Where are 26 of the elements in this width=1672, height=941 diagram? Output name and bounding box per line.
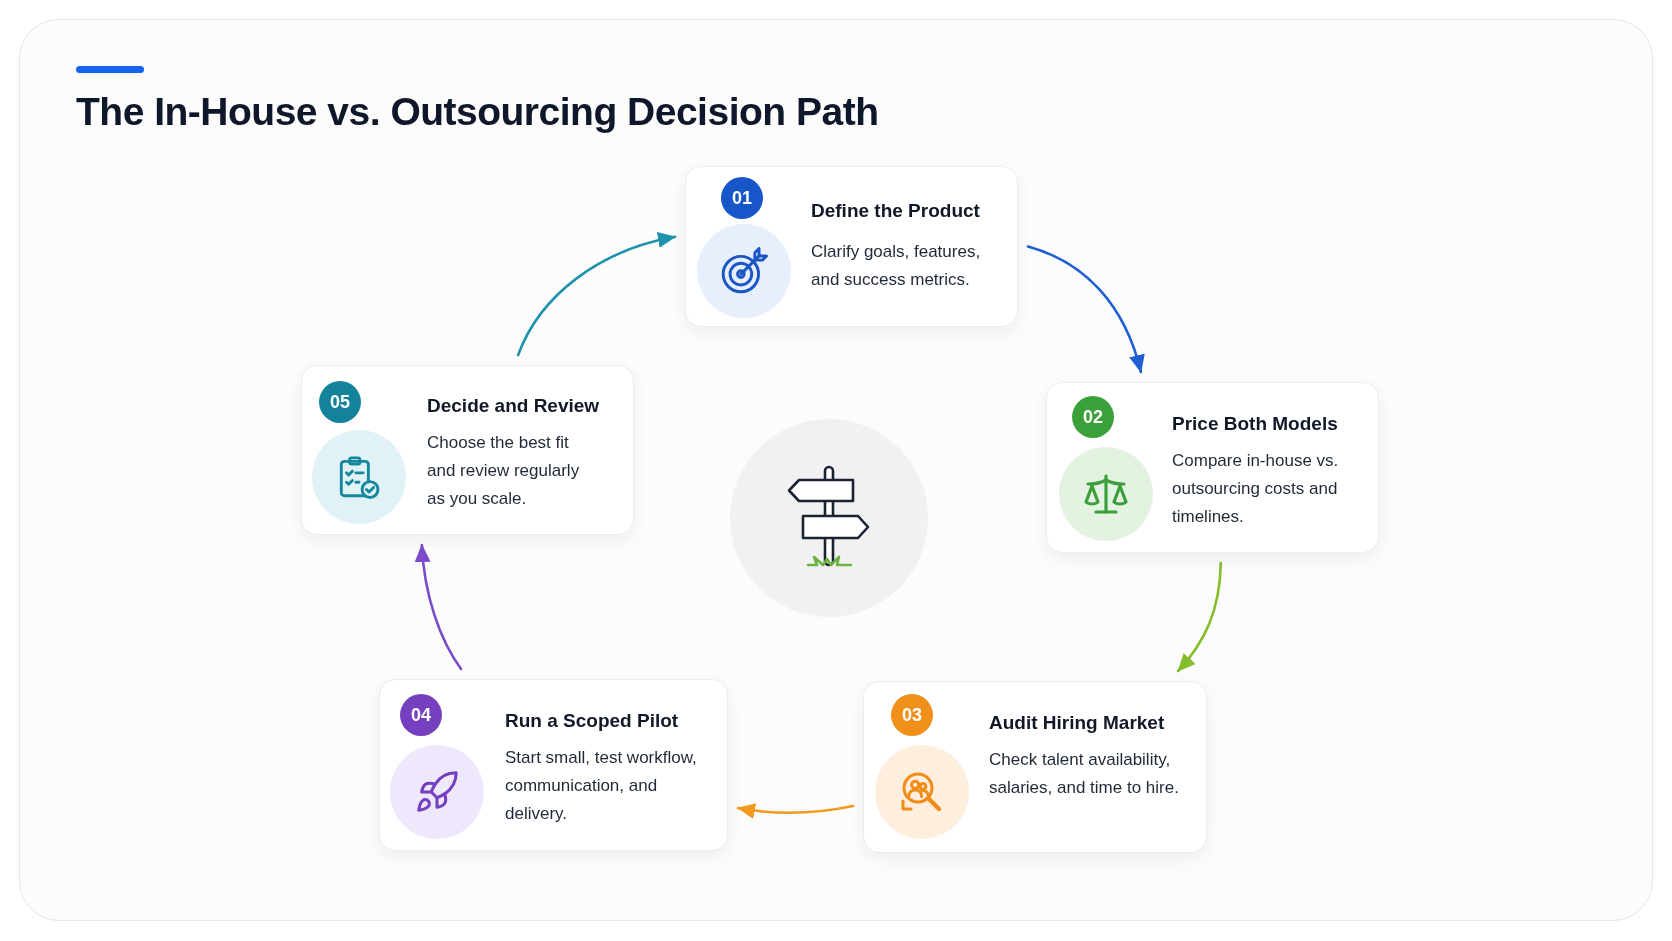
step-title: Price Both Models (1172, 412, 1338, 436)
diagram-title: The In-House vs. Outsourcing Decision Path (76, 89, 879, 135)
step-number: 02 (1072, 396, 1114, 438)
arrow (516, 232, 677, 357)
step-description: Choose the best fit and review regularly as you scale. (427, 432, 581, 510)
step-title: Decide and Review (427, 394, 600, 418)
step-card (379, 679, 728, 851)
step-description: Clarify goals, features, and success metrics. (811, 241, 982, 291)
step-number: 05 (319, 381, 361, 423)
step-card (1046, 382, 1379, 553)
step-title: Audit Hiring Market (989, 711, 1165, 735)
arrow (1026, 245, 1145, 374)
step-number: 04 (400, 694, 442, 736)
step-title: Run a Scoped Pilot (505, 709, 679, 733)
step-card (863, 681, 1207, 853)
arrow (1176, 561, 1223, 673)
step-description: Compare in-house vs. outsourcing costs and timelines. (1172, 450, 1340, 528)
step-card (301, 365, 634, 535)
step-description: Check talent availability, salaries, and time to hire. (989, 749, 1180, 799)
step-number: 03 (891, 694, 933, 736)
arrow (415, 543, 463, 671)
step-card (685, 166, 1018, 327)
arrow (736, 802, 855, 819)
step-description: Start small, test workflow, communication, and delivery. (505, 747, 698, 825)
step-number: 01 (721, 177, 763, 219)
step-title: Define the Product (811, 199, 980, 223)
